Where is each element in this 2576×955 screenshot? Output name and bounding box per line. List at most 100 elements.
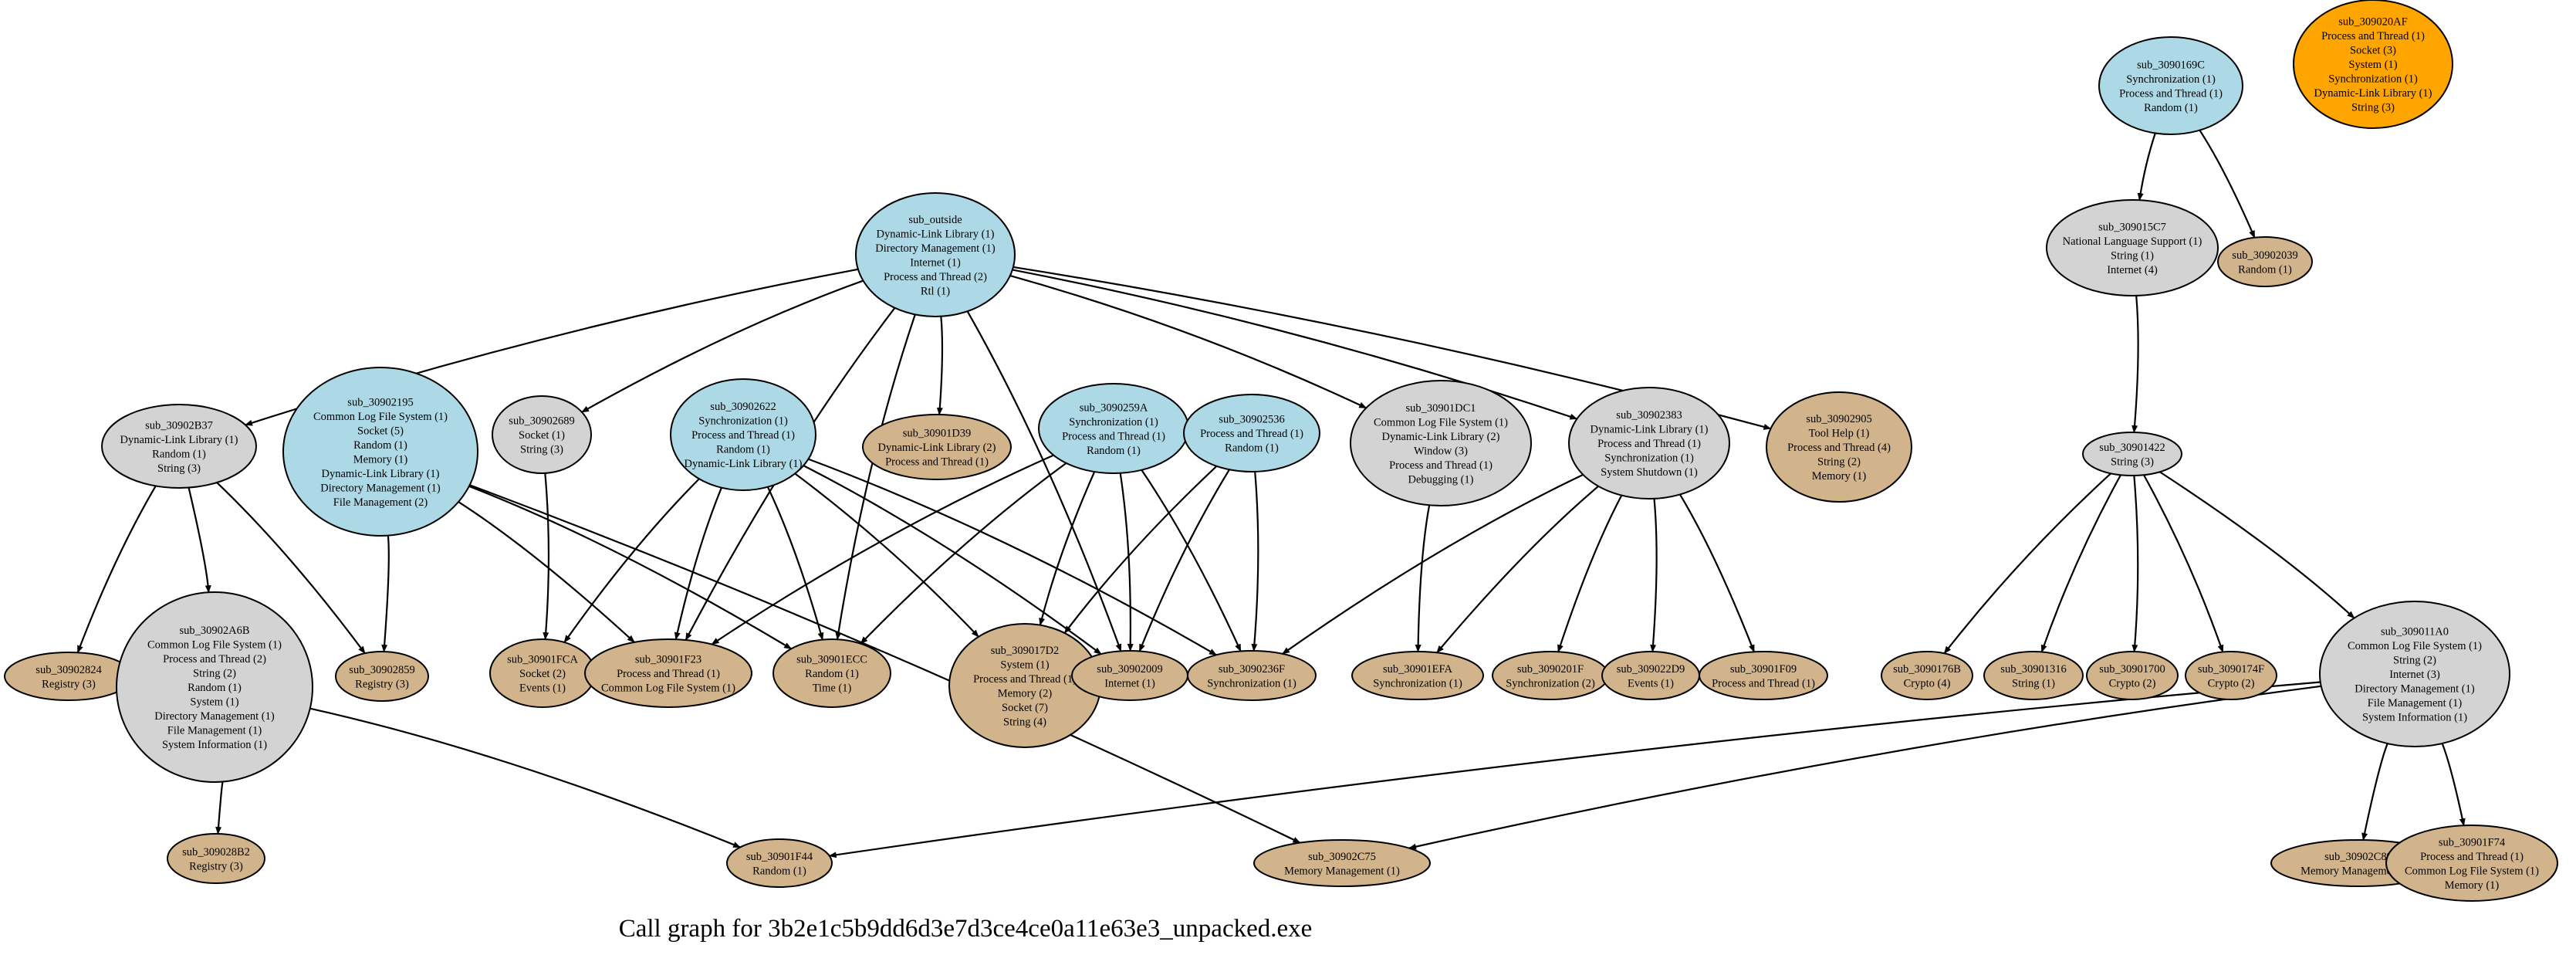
- node-title: sub_30902009: [1097, 663, 1162, 676]
- edge-sub_30902A6B-to-sub_309028B2: [215, 779, 225, 835]
- node-api-count: National Language Support (1): [2063, 235, 2202, 248]
- edge-sub_30902622-to-sub_30901F23: [674, 487, 722, 641]
- node-title: sub_30902195: [347, 396, 413, 408]
- node-api-count: Process and Thread (1): [2119, 87, 2223, 100]
- edge-sub_30902195-to-sub_30901F23: [458, 501, 635, 643]
- edge-sub_3090259A-to-sub_30901ECC: [860, 462, 1067, 645]
- node-api-count: Random (1): [353, 439, 407, 452]
- node-title: sub_30902B37: [145, 419, 213, 432]
- node-shape: [1071, 650, 1188, 701]
- node-title: sub_30902A6B: [179, 625, 249, 637]
- node-api-count: Dynamic-Link Library (2): [1381, 431, 1499, 443]
- node-shape: [1187, 650, 1317, 701]
- edge-sub_outside-to-sub_30901D39: [936, 316, 944, 416]
- node-api-count: Random (1): [1225, 442, 1279, 455]
- edge-sub_30902536-to-sub_3090236F: [1251, 471, 1259, 652]
- node-api-count: Synchronization (1): [2126, 73, 2216, 86]
- node-title: sub_3090174F: [2198, 663, 2264, 676]
- edge-sub_30901422-to-sub_309011A0: [2159, 471, 2355, 619]
- edge-sub_3090259A-to-sub_30902009: [1119, 472, 1134, 652]
- node-api-count: Dynamic-Link Library (1): [2314, 87, 2432, 100]
- node-api-count: String (2): [193, 668, 236, 680]
- node-api-count: Common Log File System (1): [601, 682, 735, 695]
- node-api-count: System Information (1): [2362, 712, 2467, 724]
- node-shape: [1699, 651, 1828, 700]
- node-api-count: File Management (1): [2368, 697, 2463, 709]
- edge-sub_30902B37-to-sub_30902A6B: [188, 487, 211, 594]
- edge-sub_3090259A-to-sub_309017D2: [1039, 471, 1096, 626]
- node-api-count: Common Log File System (1): [1374, 416, 1508, 428]
- edge-sub_outside-to-sub_30902383: [1012, 269, 1578, 420]
- node-shape: [1038, 383, 1189, 474]
- edge-sub_309011A0-to-sub_30902C89: [2361, 743, 2388, 842]
- node-shape: [4, 652, 134, 701]
- edge-sub_3090259A-to-sub_3090236F: [1141, 469, 1242, 652]
- node-title: sub_3090201F: [1517, 663, 1584, 676]
- node-api-count: Synchronization (1): [1069, 416, 1158, 428]
- node-shape: [1983, 651, 2084, 700]
- edge-sub_30902622-to-sub_30902009: [803, 465, 1102, 655]
- node-title: sub_30902C89: [2324, 851, 2392, 863]
- node-api-count: Synchronization (1): [1604, 452, 1694, 465]
- node-api-count: Memory (1): [1812, 470, 1867, 483]
- node-title: sub_309028B2: [182, 846, 250, 858]
- node-api-count: Memory (1): [353, 453, 408, 466]
- node-api-count: String (3): [2111, 455, 2154, 468]
- node-api-count: Tool Help (1): [1809, 428, 1870, 440]
- edge-sub_30902195-to-sub_30902C75: [469, 484, 1301, 844]
- node-api-count: Process and Thread (1): [1062, 430, 1165, 442]
- node-api-count: Socket (5): [357, 425, 404, 437]
- node-shape: [2046, 199, 2219, 296]
- node-api-count: Common Log File System (1): [2405, 865, 2539, 877]
- node-api-count: Common Log File System (1): [313, 411, 448, 423]
- node-title: sub_30902824: [35, 664, 102, 676]
- node-title: sub_309017D2: [991, 645, 1060, 657]
- node-api-count: Process and Thread (1): [1597, 438, 1701, 450]
- node-shape: [772, 638, 891, 708]
- node-api-count: Directory Management (1): [320, 482, 441, 494]
- edge-sub_3090169C-to-sub_309015C7: [2137, 133, 2156, 201]
- edge-sub_309015C7-to-sub_30901422: [2131, 295, 2139, 434]
- edge-sub_30902622-to-sub_3090236F: [808, 458, 1217, 656]
- node-shape: [2385, 825, 2558, 902]
- node-title: sub_30901ECC: [796, 654, 867, 666]
- edge-sub_outside-to-sub_30901ECC: [835, 314, 916, 641]
- edge-sub_30902536-to-sub_30902009: [1138, 469, 1230, 652]
- node-api-count: Registry (3): [355, 678, 409, 690]
- node-shape: [1766, 391, 1912, 503]
- node-api-count: Random (1): [805, 668, 859, 680]
- node-shape: [1492, 651, 1609, 700]
- node-title: sub_30902C75: [1308, 851, 1376, 863]
- node-api-count: System (1): [1000, 659, 1049, 671]
- node-api-count: Registry (3): [42, 678, 96, 690]
- node-api-count: Events (1): [519, 682, 566, 695]
- node-api-count: Common Log File System (1): [2348, 640, 2482, 652]
- node-api-count: Random (1): [716, 444, 770, 456]
- node-api-count: Process and Thread (1): [2420, 851, 2524, 863]
- node-api-count: Memory (1): [2445, 879, 2500, 892]
- node-api-count: Internet (1): [1104, 677, 1155, 689]
- node-shape: [2086, 651, 2179, 700]
- node-shape: [282, 367, 478, 537]
- node-api-count: Socket (3): [2350, 45, 2396, 57]
- node-api-count: Dynamic-Link Library (1): [876, 228, 994, 240]
- node-shape: [2217, 236, 2313, 287]
- node-api-count: Random (1): [2144, 102, 2198, 114]
- node-api-count: Synchronization (1): [1373, 677, 1462, 689]
- node-api-count: Process and Thread (2): [884, 271, 987, 283]
- edge-sub_30902B37-to-sub_30902859: [216, 482, 366, 655]
